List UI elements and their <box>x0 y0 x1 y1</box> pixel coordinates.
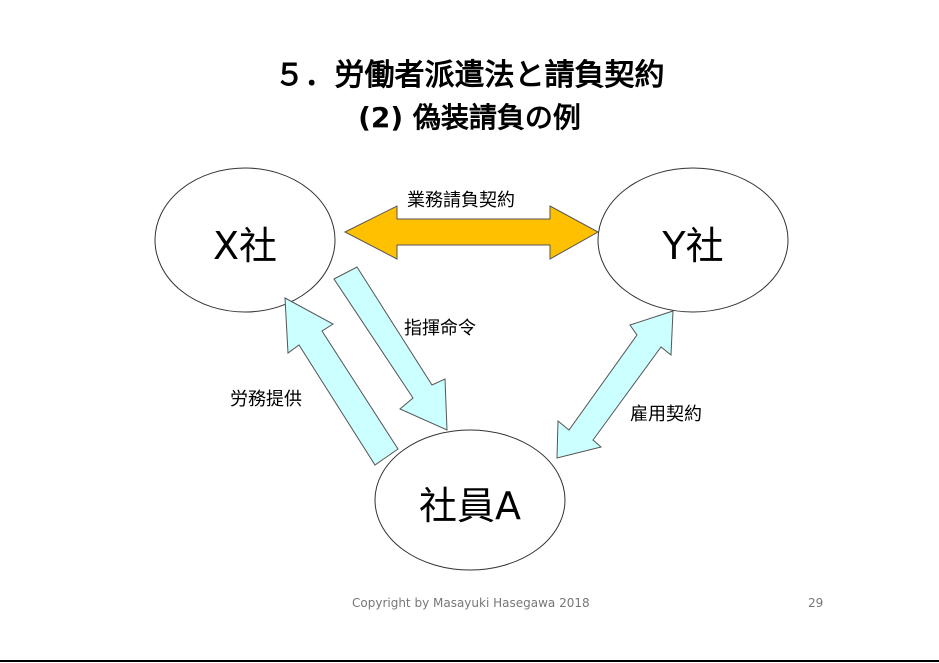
copyright-text: Copyright by Masayuki Hasegawa 2018 <box>352 596 590 610</box>
employment-double-arrow <box>556 310 674 459</box>
slide-title: ５．労働者派遣法と請負契約 <box>274 58 665 93</box>
node-x-company <box>154 167 336 313</box>
employment-label: 雇用契約 <box>630 404 702 425</box>
slide-subtitle: (2) 偽装請負の例 <box>358 101 581 134</box>
y-company-label: Y社 <box>662 224 724 268</box>
page-number: 29 <box>808 596 824 610</box>
employee-label: 社員A <box>419 484 521 528</box>
command-label: 指揮命令 <box>404 318 476 339</box>
node-employee <box>374 429 566 571</box>
node-y-company <box>597 167 789 313</box>
contract-label: 業務請負契約 <box>407 190 515 211</box>
command-arrow <box>333 266 448 431</box>
labor-arrow <box>284 297 399 466</box>
labor-label: 労務提供 <box>230 389 302 410</box>
x-company-label: X社 <box>212 224 278 268</box>
bottom-divider <box>0 660 939 662</box>
contract-double-arrow <box>343 205 600 260</box>
